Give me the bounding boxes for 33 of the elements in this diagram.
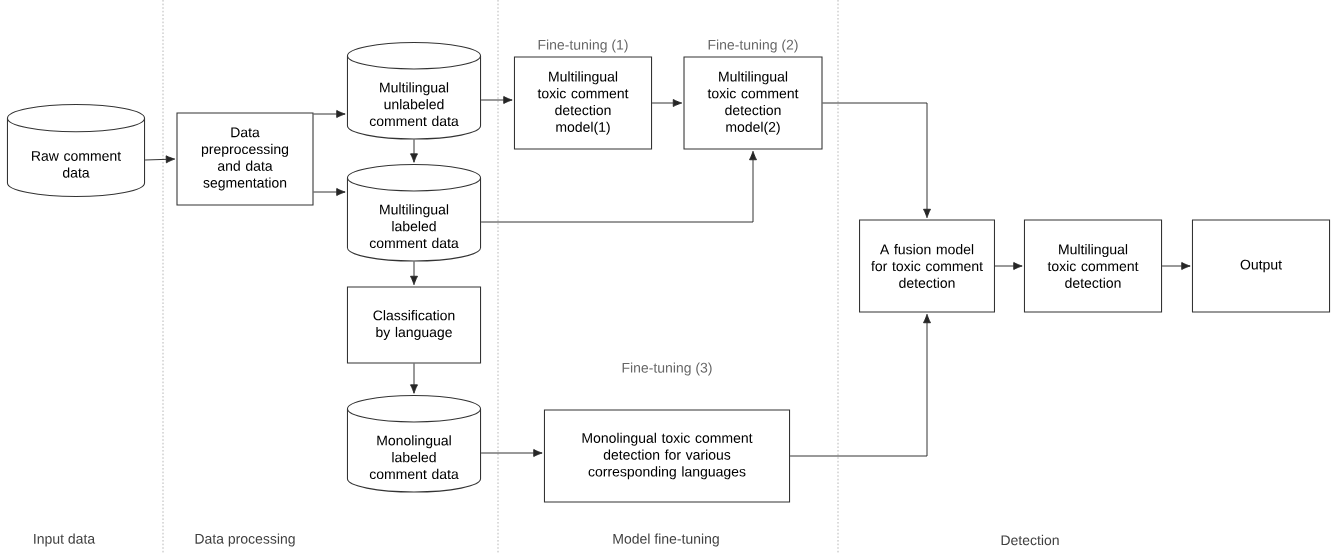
process-box: Data preprocessing and data segmentation (176, 112, 314, 206)
stage-heading: Fine-tuning (3) (622, 362, 712, 376)
stage-label: Detection (1001, 534, 1059, 546)
process-box: A fusion model for toxic comment detection (859, 219, 995, 313)
stage-heading: Fine-tuning (2) (708, 39, 798, 53)
database-cylinder: Monolingual labeled comment data (346, 395, 482, 493)
arrow (651, 99, 683, 107)
arrow (789, 313, 931, 457)
arrow (410, 139, 418, 163)
database-cylinder: Multilingual unlabeled comment data (346, 42, 482, 140)
stage-heading: Fine-tuning (1) (538, 39, 628, 53)
stage-label: Data processing (195, 533, 295, 547)
arrow (410, 261, 418, 286)
process-box: Classification by language (346, 286, 482, 364)
arrow (144, 155, 176, 164)
arrow (480, 449, 543, 457)
arrow (410, 363, 418, 394)
process-box: Multilingual toxic comment detection model(2) (683, 56, 823, 150)
arrow (1161, 262, 1191, 270)
arrow (480, 150, 757, 223)
stage-label: Input data (34, 533, 96, 547)
arrow (313, 188, 346, 196)
arrow (480, 96, 513, 104)
arrow (313, 110, 346, 118)
process-box: Multilingual toxic comment detection model(1) (513, 56, 653, 150)
database-cylinder: Multilingual labeled comment data (346, 164, 482, 262)
database-cylinder: Raw comment data (6, 103, 146, 198)
stage-label: Model fine-tuning (613, 533, 719, 547)
arrow (994, 262, 1023, 270)
arrow (822, 102, 931, 219)
process-box: Multilingual toxic comment detection (1023, 219, 1163, 313)
process-box: Output (1191, 219, 1331, 313)
process-box: Monolingual toxic comment detection for various corresponding languages (543, 409, 791, 503)
